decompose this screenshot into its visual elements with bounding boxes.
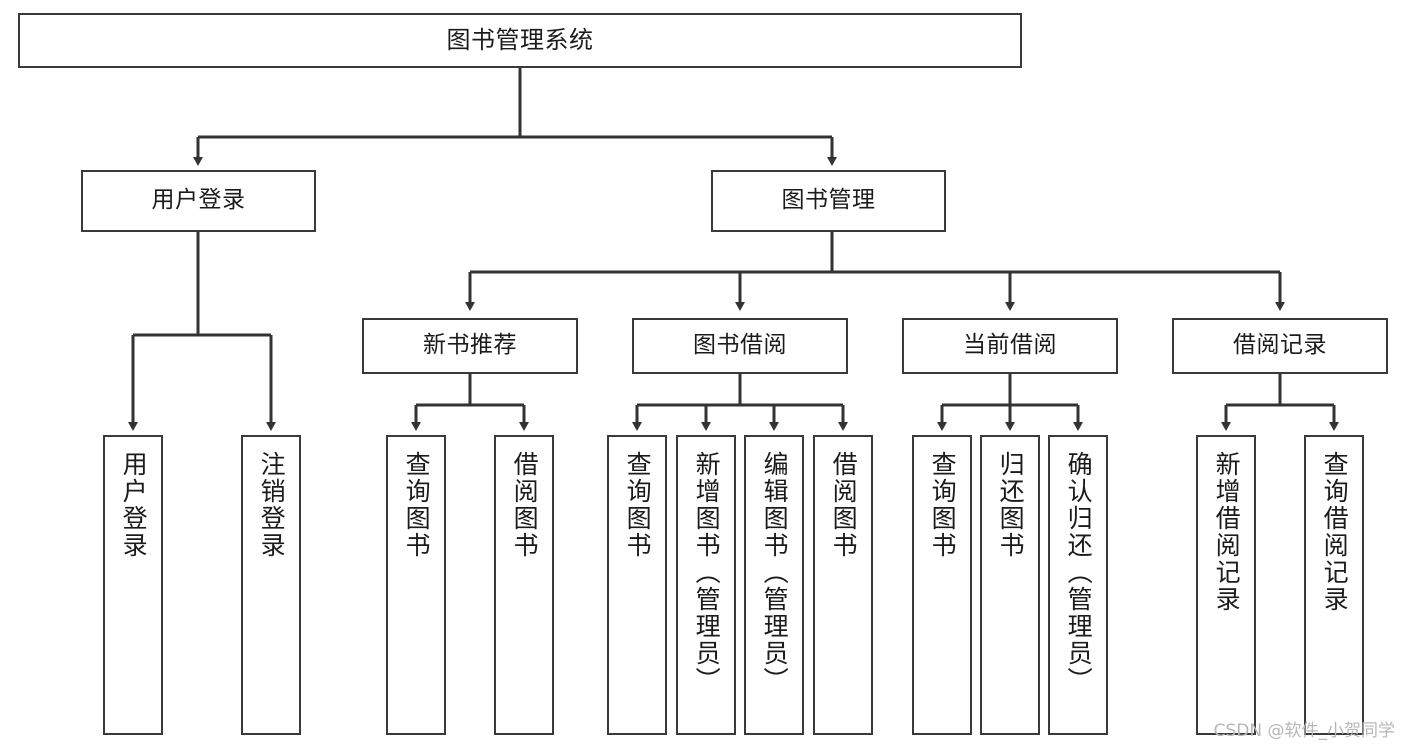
node-label: 查询借阅记录 (1320, 451, 1350, 613)
leaf-user-login-signout[interactable]: 注销登录 (241, 435, 301, 735)
leaf-current-return-book[interactable]: 归还图书 (980, 435, 1040, 735)
node-label: 新书推荐 (423, 332, 517, 359)
node-label: 当前借阅 (963, 332, 1057, 359)
node-label: 注销登录 (257, 451, 287, 559)
node-label: 图书借阅 (693, 332, 787, 359)
node-book-management[interactable]: 图书管理 (711, 170, 946, 232)
node-label: 新增图书（管理员） (692, 451, 722, 694)
node-label: 图书管理系统 (446, 26, 594, 55)
node-label: 查询图书 (402, 451, 432, 559)
leaf-current-query-book[interactable]: 查询图书 (912, 435, 972, 735)
node-root-system[interactable]: 图书管理系统 (18, 13, 1022, 68)
node-label: 借阅记录 (1233, 332, 1327, 359)
node-current-borrow[interactable]: 当前借阅 (902, 318, 1118, 374)
node-label: 查询图书 (623, 451, 653, 559)
leaf-borrow-query-book[interactable]: 查询图书 (607, 435, 667, 735)
node-label: 编辑图书（管理员） (760, 451, 790, 694)
leaf-record-add-record[interactable]: 新增借阅记录 (1196, 435, 1256, 735)
node-label: 归还图书 (996, 451, 1026, 559)
node-label: 新增借阅记录 (1212, 451, 1242, 613)
node-label: 确认归还（管理员） (1064, 451, 1094, 694)
leaf-user-login-signin[interactable]: 用户登录 (103, 435, 163, 735)
leaf-recommend-query-book[interactable]: 查询图书 (386, 435, 446, 735)
node-book-borrow[interactable]: 图书借阅 (632, 318, 848, 374)
leaf-borrow-add-book-admin[interactable]: 新增图书（管理员） (676, 435, 736, 735)
node-user-login[interactable]: 用户登录 (81, 170, 316, 232)
node-label: 借阅图书 (829, 451, 859, 559)
leaf-borrow-edit-book-admin[interactable]: 编辑图书（管理员） (744, 435, 804, 735)
node-label: 图书管理 (781, 187, 876, 214)
node-label: 借阅图书 (510, 451, 540, 559)
watermark: CSDN @软件_小贺同学 (1213, 721, 1395, 741)
leaf-record-query-record[interactable]: 查询借阅记录 (1304, 435, 1364, 735)
node-label: 用户登录 (151, 187, 246, 214)
node-label: 查询图书 (928, 451, 958, 559)
leaf-borrow-borrow-book[interactable]: 借阅图书 (813, 435, 873, 735)
leaf-current-confirm-return-admin[interactable]: 确认归还（管理员） (1048, 435, 1108, 735)
node-borrow-record[interactable]: 借阅记录 (1172, 318, 1388, 374)
leaf-recommend-borrow-book[interactable]: 借阅图书 (494, 435, 554, 735)
node-label: 用户登录 (119, 451, 149, 559)
node-new-book-recommend[interactable]: 新书推荐 (362, 318, 578, 374)
